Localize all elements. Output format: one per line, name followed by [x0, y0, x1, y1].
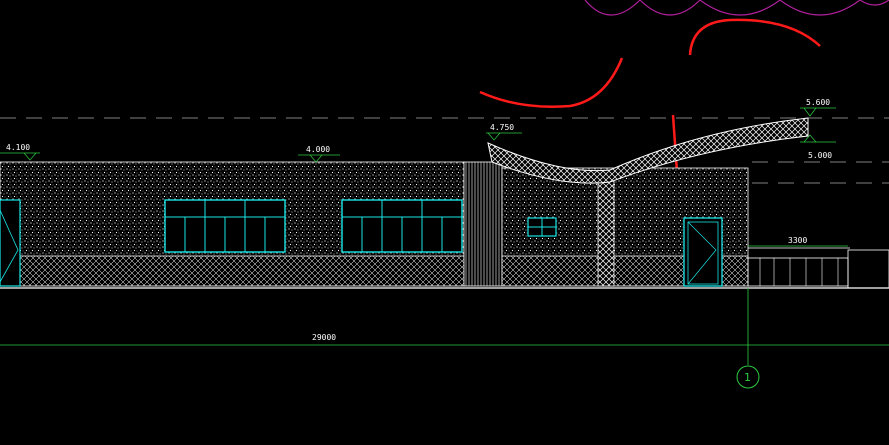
slatted-column [463, 161, 503, 287]
left-door [0, 199, 21, 287]
entrance-door [683, 217, 723, 287]
window-group-1 [164, 199, 286, 253]
window-group-2 [341, 199, 463, 253]
svg-text:4.000: 4.000 [306, 145, 330, 154]
svg-text:4.750: 4.750 [490, 123, 514, 132]
elevation-marker-canopy-top: 5.600 [800, 98, 836, 117]
markup-stroke-1 [479, 57, 624, 108]
svg-text:5.000: 5.000 [808, 151, 832, 160]
canopy-column [597, 179, 615, 287]
elevation-marker-canopy-start: 4.750 [486, 123, 522, 141]
svg-text:4.100: 4.100 [6, 143, 30, 152]
grid-axis-label: 1 [744, 371, 751, 384]
curved-canopy [487, 117, 809, 184]
elevation-marker-main-roof: 4.000 [298, 145, 340, 163]
elevation-marker-left-roof: 4.100 [0, 143, 40, 161]
main-wall-base [0, 255, 465, 287]
svg-text:5.600: 5.600 [806, 98, 830, 107]
elevation-marker-canopy-bottom: 5.000 [800, 134, 836, 160]
right-fence [747, 247, 889, 289]
small-window [527, 217, 557, 237]
overall-dimension-label: 29000 [312, 333, 336, 342]
markup-stroke-2 [688, 18, 821, 56]
right-span-label: 3300 [788, 236, 807, 245]
grid-axis-bubble [736, 365, 760, 389]
revision-cloud [584, 0, 889, 16]
